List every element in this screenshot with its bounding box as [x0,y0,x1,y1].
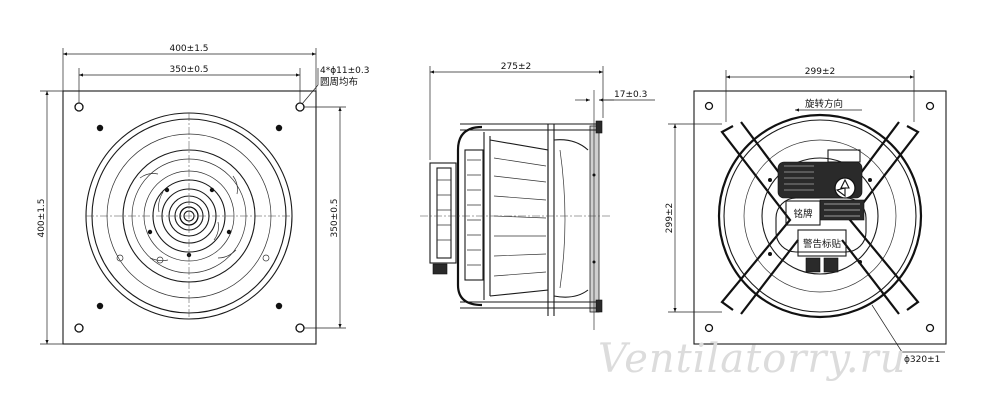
dim-front-width-holes: 350±0.5 [169,65,208,75]
dim-side-depth: 275±2 [501,62,531,72]
front-view: 400±1.5 350±0.5 4*ϕ11±0.3 圆周均布 400±1.5 3… [37,44,369,345]
warning-label-box [797,229,847,257]
rotation-label: 旋转方向 [805,98,843,110]
dim-front-width-outer: 400±1.5 [169,44,208,54]
mount-hole-bottom-right [295,323,305,333]
mount-hole-bottom-left [74,323,84,333]
dim-front-height-holes: 350±0.5 [330,198,340,237]
dim-back-width: 299±2 [805,67,835,77]
mount-hole-top-right [295,102,305,112]
front-plate [62,90,317,345]
back-plate [693,90,947,345]
dim-back-height: 299±2 [665,203,675,233]
hole-note-line1: 4*ϕ11±0.3 [320,66,369,76]
side-view: 275±2 17±0.3 [420,62,655,330]
dim-front-height-outer: 400±1.5 [37,198,47,237]
back-ring-outer [717,113,923,319]
dim-back-diameter: ϕ320±1 [904,355,940,365]
hole-note-line2: 圆周均布 [320,76,358,88]
mount-hole-top-left [74,102,84,112]
watermark: Ventilatorry.ru [598,336,906,382]
dim-side-flange: 17±0.3 [614,90,647,100]
nameplate-box [785,200,821,226]
nameplate-label: 铭牌 [793,208,813,220]
back-view: 铭牌 警告标贴 旋转方向 299±2 299±2 ϕ320±1 [665,67,947,365]
warning-label: 警告标贴 [803,238,842,250]
